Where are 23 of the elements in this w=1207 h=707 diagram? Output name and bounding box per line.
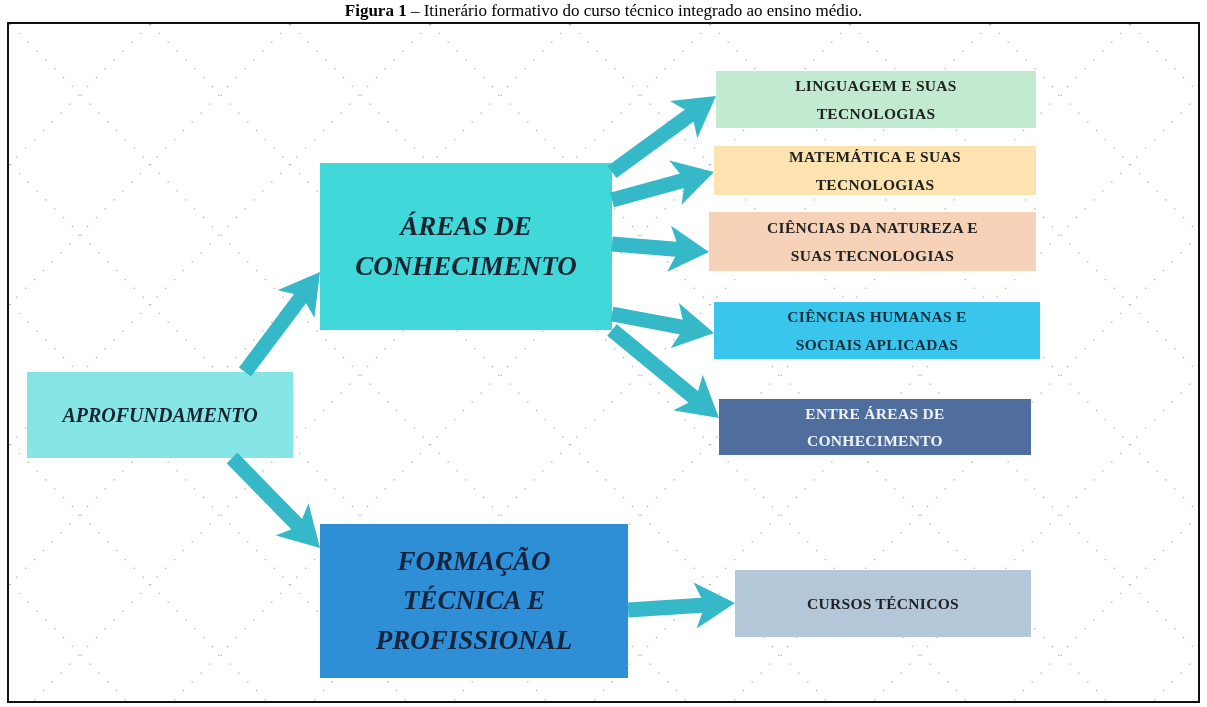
box-label: ENTRE ÁREAS DE CONHECIMENTO <box>804 403 946 451</box>
text-box <box>709 212 1036 271</box>
text-box <box>714 302 1040 359</box>
text-box <box>320 163 612 330</box>
text-box <box>735 570 1031 637</box>
box-label: FORMAÇÃO TÉCNICA E PROFISSIONAL <box>374 545 574 657</box>
arrow <box>610 303 716 349</box>
arrow <box>610 160 716 208</box>
box-label: MATEMÁTICA E SUAS TECNOLOGIAS <box>788 147 962 195</box>
arrow <box>611 225 710 272</box>
text-box <box>714 146 1036 195</box>
text-box <box>719 399 1031 455</box>
text-box <box>27 372 293 458</box>
arrow <box>627 582 736 629</box>
figure-title: Figura 1 – Itinerário formativo do curso técnico integrado ao ensino médio. <box>343 1 864 21</box>
box-label: CIÊNCIAS DA NATUREZA E SUAS TECNOLOGIAS <box>766 218 979 266</box>
text-box <box>716 71 1036 128</box>
box-label: ÁREAS DE CONHECIMENTO <box>355 210 577 283</box>
box-label: CURSOS TÉCNICOS <box>807 593 959 614</box>
box-label: APROFUNDAMENTO <box>62 402 258 428</box>
box-label: LINGUAGEM E SUAS TECNOLOGIAS <box>794 76 958 124</box>
text-box <box>320 524 628 678</box>
box-label: CIÊNCIAS HUMANAS E SOCIAIS APLICADAS <box>786 307 968 355</box>
